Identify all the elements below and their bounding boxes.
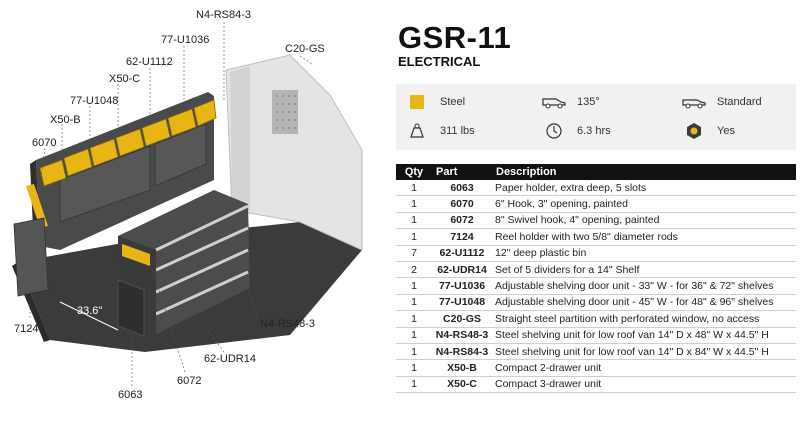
van-shelving-diagram: N4-RS84-3 77-U1036 C20-GS 62-U1112 X50-C… (0, 0, 385, 422)
dimension-arrow (59, 301, 119, 331)
product-subtitle: ELECTRICAL (398, 54, 481, 69)
callout-x50-b: X50-B (50, 114, 81, 126)
callout-77-u1036: 77-U1036 (161, 34, 210, 46)
row-qty: 1 (396, 277, 432, 295)
row-qty: 1 (396, 310, 432, 328)
row-description: Adjustable shelving door unit - 45" W - … (492, 294, 796, 312)
callout-62-udr14: 62-UDR14 (204, 353, 256, 365)
row-qty: 1 (396, 376, 432, 394)
row-qty: 1 (396, 343, 432, 361)
product-title: GSR-11 (398, 20, 512, 55)
row-part: 6072 (432, 212, 492, 230)
callout-c20-gs: C20-GS (285, 43, 325, 55)
row-qty: 1 (396, 228, 432, 246)
product-info-panel: GSR-11 ELECTRICAL Steel 135° Standard 31… (396, 0, 796, 422)
row-part: X50-B (432, 359, 492, 377)
row-part: N4-RS84-3 (432, 343, 492, 361)
row-description: Adjustable shelving door unit - 33" W - … (492, 277, 796, 295)
row-description: 6" Hook, 3" opening, painted (492, 195, 796, 213)
spec-badge: Yes (681, 122, 735, 140)
reel-holder-7124 (13, 217, 49, 297)
callout-n4-rs48-3: N4-RS48-3 (260, 318, 316, 330)
paper-holder-6063 (117, 279, 145, 337)
color-swatch-icon (404, 93, 430, 111)
row-qty: 1 (396, 294, 432, 312)
spec-roof: Standard (681, 93, 762, 111)
row-description: 12" deep plastic bin (492, 245, 796, 262)
callout-62-u1112: 62-U1112 (126, 56, 173, 68)
spec-install-time: 6.3 hrs (541, 122, 611, 140)
row-part: 77-U1048 (432, 294, 492, 312)
callout-x50-c: X50-C (109, 73, 141, 85)
swivel-hook-6072 (122, 244, 150, 266)
row-qty: 1 (396, 327, 432, 344)
spec-angle: 135° (541, 93, 600, 111)
row-part: 62-UDR14 (432, 261, 492, 279)
row-description: 8" Swivel hook, 4" opening, painted (492, 212, 796, 230)
row-description: Set of 5 dividers for a 14" Shelf (492, 261, 796, 279)
row-part: 62-U1112 (432, 245, 492, 262)
row-qty: 2 (396, 261, 432, 279)
row-description: Steel shelving unit for low roof van 14"… (492, 343, 796, 361)
plastic-bins (39, 99, 217, 187)
callout-77-u1048: 77-U1048 (70, 95, 119, 107)
specs-panel: Steel 135° Standard 311 lbs 6.3 hrs (396, 84, 796, 150)
callout-leaders (29, 22, 313, 386)
row-part: X50-C (432, 376, 492, 394)
callout-7124: 7124 (14, 323, 39, 335)
header-qty: Qty (396, 164, 432, 180)
install-time-icon (541, 122, 567, 140)
row-part: 6070 (432, 195, 492, 213)
row-description: Compact 3-drawer unit (492, 376, 796, 394)
header-description: Description (492, 164, 796, 180)
row-part: C20-GS (432, 310, 492, 328)
row-description: Straight steel partition with perforated… (492, 310, 796, 328)
van-side-icon (541, 93, 567, 111)
row-qty: 1 (396, 195, 432, 213)
header-part: Part (432, 164, 492, 180)
row-part: 77-U1036 (432, 277, 492, 295)
parts-table-header: Qty Part Description (396, 164, 796, 180)
van-roof-icon (681, 93, 707, 111)
row-description: Reel holder with two 5/8" diameter rods (492, 228, 796, 246)
dimension-33-6: 33.6" (77, 305, 103, 317)
row-description: Steel shelving unit for low roof van 14"… (492, 327, 796, 344)
callout-n4-rs84-3: N4-RS84-3 (196, 9, 252, 21)
weight-icon (404, 122, 430, 140)
row-qty: 1 (396, 212, 432, 230)
row-qty: 1 (396, 180, 432, 197)
badge-icon (681, 122, 707, 140)
callout-6070: 6070 (32, 137, 57, 149)
row-qty: 7 (396, 245, 432, 262)
row-description: Compact 2-drawer unit (492, 359, 796, 377)
row-part: 6063 (432, 180, 492, 197)
van-interior-illustration (12, 22, 363, 386)
row-description: Paper holder, extra deep, 5 slots (492, 180, 796, 197)
callout-6072: 6072 (177, 375, 202, 387)
row-part: 7124 (432, 228, 492, 246)
row-qty: 1 (396, 359, 432, 377)
spec-material: Steel (404, 93, 465, 111)
row-part: N4-RS48-3 (432, 327, 492, 344)
hook-6070 (26, 184, 48, 228)
callout-6063: 6063 (118, 389, 143, 401)
spec-weight: 311 lbs (404, 122, 475, 140)
